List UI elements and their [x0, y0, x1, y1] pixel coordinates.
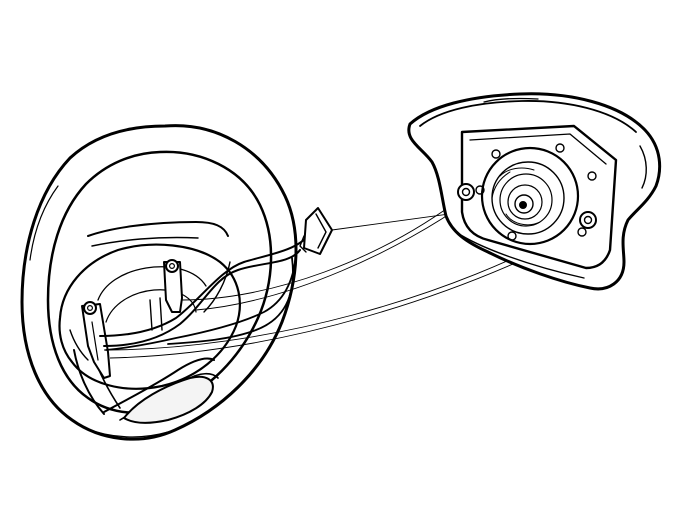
- inflator-shade-2: [505, 213, 541, 226]
- bolt-left-core: [461, 187, 471, 197]
- connector-face: [315, 213, 327, 249]
- plate-stud-4: [577, 227, 587, 237]
- bracket-lower-hole-inner: [86, 305, 93, 312]
- wheel-spoke-top: [87, 221, 229, 237]
- inflator-ring-3: [499, 173, 553, 227]
- wire-a: [99, 229, 313, 337]
- bracket-lower-rib: [91, 321, 99, 361]
- bracket-upper-hole-inner: [169, 263, 176, 270]
- inflator-shade-3: [491, 171, 511, 199]
- hub-detail-left: [69, 329, 89, 361]
- hub-recess-inner: [97, 266, 207, 301]
- wheel-mount-brackets: [81, 259, 183, 379]
- inflator-center: [519, 201, 527, 209]
- wheel-rim-edge: [29, 185, 59, 261]
- inflator-ring-4: [507, 184, 543, 220]
- wheel-spoke-top-lower: [91, 236, 199, 247]
- airbag-backplate-edge: [469, 133, 607, 165]
- bracket-upper: [163, 261, 183, 313]
- plate-stud-1: [491, 149, 501, 159]
- lower-recess: [123, 375, 214, 424]
- bolt-right-core: [583, 215, 593, 225]
- bolt-left-head: [457, 183, 475, 201]
- bolt-right-head: [579, 211, 597, 229]
- plate-stud-6: [475, 185, 485, 195]
- bracket-lower-hole: [83, 301, 97, 315]
- wheel-rim-outer: [20, 124, 298, 441]
- leader-bolt-upper-b: [195, 199, 471, 311]
- wire-c: [105, 253, 297, 351]
- connector-body: [303, 207, 333, 255]
- wire-b: [103, 249, 301, 347]
- steering-wheel: [20, 124, 298, 441]
- bracket-lower: [81, 303, 111, 379]
- module-bolt-right: [579, 211, 597, 229]
- plate-stud-2: [555, 143, 565, 153]
- module-bolt-left: [457, 183, 475, 201]
- plate-stud-3: [587, 171, 597, 181]
- wire-d: [167, 257, 294, 345]
- wheel-spoke-lower-left: [73, 349, 105, 415]
- wheel-rim-inner: [46, 150, 273, 415]
- airbag-cover-lip: [419, 100, 637, 133]
- connector-latch: [299, 235, 307, 253]
- wire-harness: [99, 229, 313, 351]
- inflator-outer: [480, 146, 580, 246]
- bracket-upper-hole: [165, 259, 179, 273]
- airbag-cover-lower-edge: [455, 231, 585, 279]
- wheel-spoke-lower-mid: [103, 357, 215, 413]
- leader-bolt-upper: [181, 195, 465, 301]
- airbag-module: [407, 92, 662, 291]
- airbag-cover-lip-2: [483, 97, 539, 103]
- airbag-cover-right-edge: [639, 145, 647, 189]
- hub-recess-ring: [105, 289, 197, 323]
- inflator-ring-5: [514, 194, 534, 214]
- inflator-shade-1: [499, 167, 535, 177]
- connector-plug: [299, 207, 333, 255]
- wheel-rim-edge-bottom: [84, 427, 169, 438]
